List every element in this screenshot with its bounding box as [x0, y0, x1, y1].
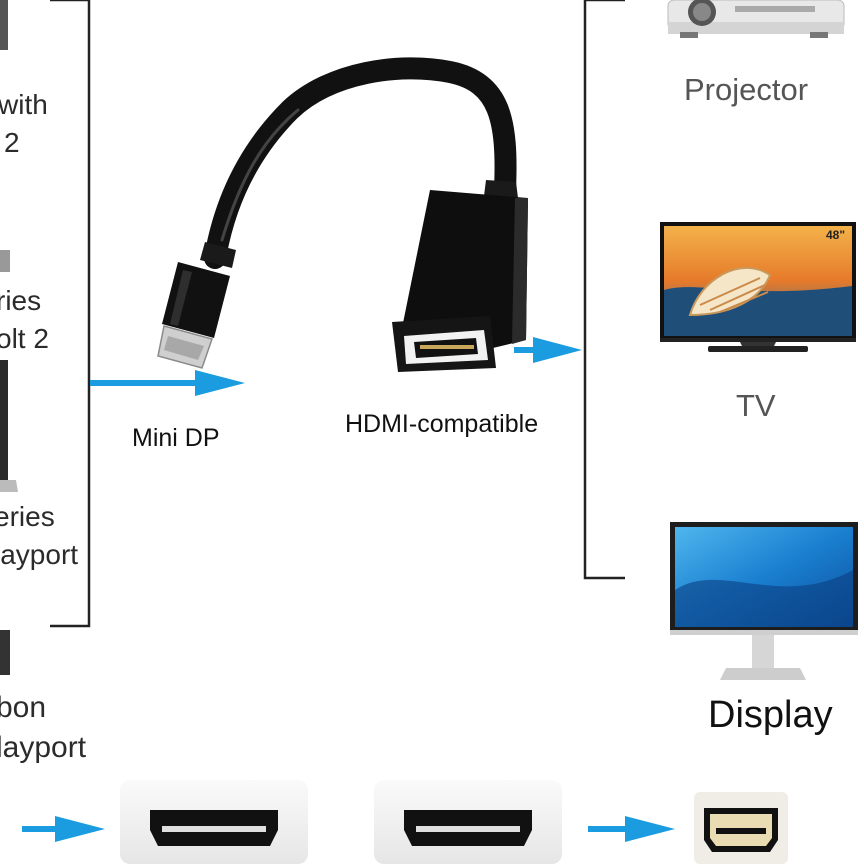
arrow-bottom-2 — [588, 816, 675, 842]
mini-dp-label: Mini DP — [132, 424, 220, 452]
left-device-label-1-line2: 2 — [4, 127, 20, 158]
bottom-mini-dp-port — [694, 792, 788, 864]
left-device-label-2: ries olt 2 — [0, 282, 49, 358]
left-device-fragments — [0, 0, 18, 675]
left-device-label-4: bon layport — [0, 688, 86, 768]
left-device-label-1-line1: with — [0, 89, 48, 120]
adapter-cable — [204, 57, 517, 269]
projector-image — [667, 0, 845, 38]
left-device-label-4-line2: layport — [0, 731, 87, 764]
left-device-label-1: with 2 — [0, 86, 48, 162]
left-device-label-4-line1: bon — [0, 691, 47, 724]
bottom-hdmi-port-1 — [120, 780, 308, 864]
right-bracket — [583, 0, 625, 580]
tv-label: TV — [736, 388, 776, 423]
monitor-image — [670, 522, 858, 680]
display-label: Display — [708, 694, 833, 736]
hdmi-female-end — [392, 180, 528, 372]
tv-image — [660, 222, 856, 352]
arrow-bottom-1 — [22, 816, 105, 842]
arrow-left-to-minidp — [90, 370, 245, 396]
arrow-hdmi-to-outputs — [514, 337, 582, 363]
left-device-label-2-line1: ries — [0, 285, 42, 316]
left-device-label-3-line1: eries — [0, 501, 55, 532]
projector-label: Projector — [684, 72, 809, 107]
left-device-label-3-line2: layport — [0, 539, 79, 570]
tv-size-label: 48" — [826, 228, 846, 242]
mini-dp-plug — [157, 242, 236, 369]
left-bracket — [50, 0, 91, 628]
bottom-hdmi-port-2 — [374, 780, 562, 864]
hdmi-label: HDMI-compatible — [345, 410, 539, 438]
left-device-label-3: eries layport — [0, 498, 78, 574]
left-device-label-2-line2: olt 2 — [0, 323, 49, 354]
